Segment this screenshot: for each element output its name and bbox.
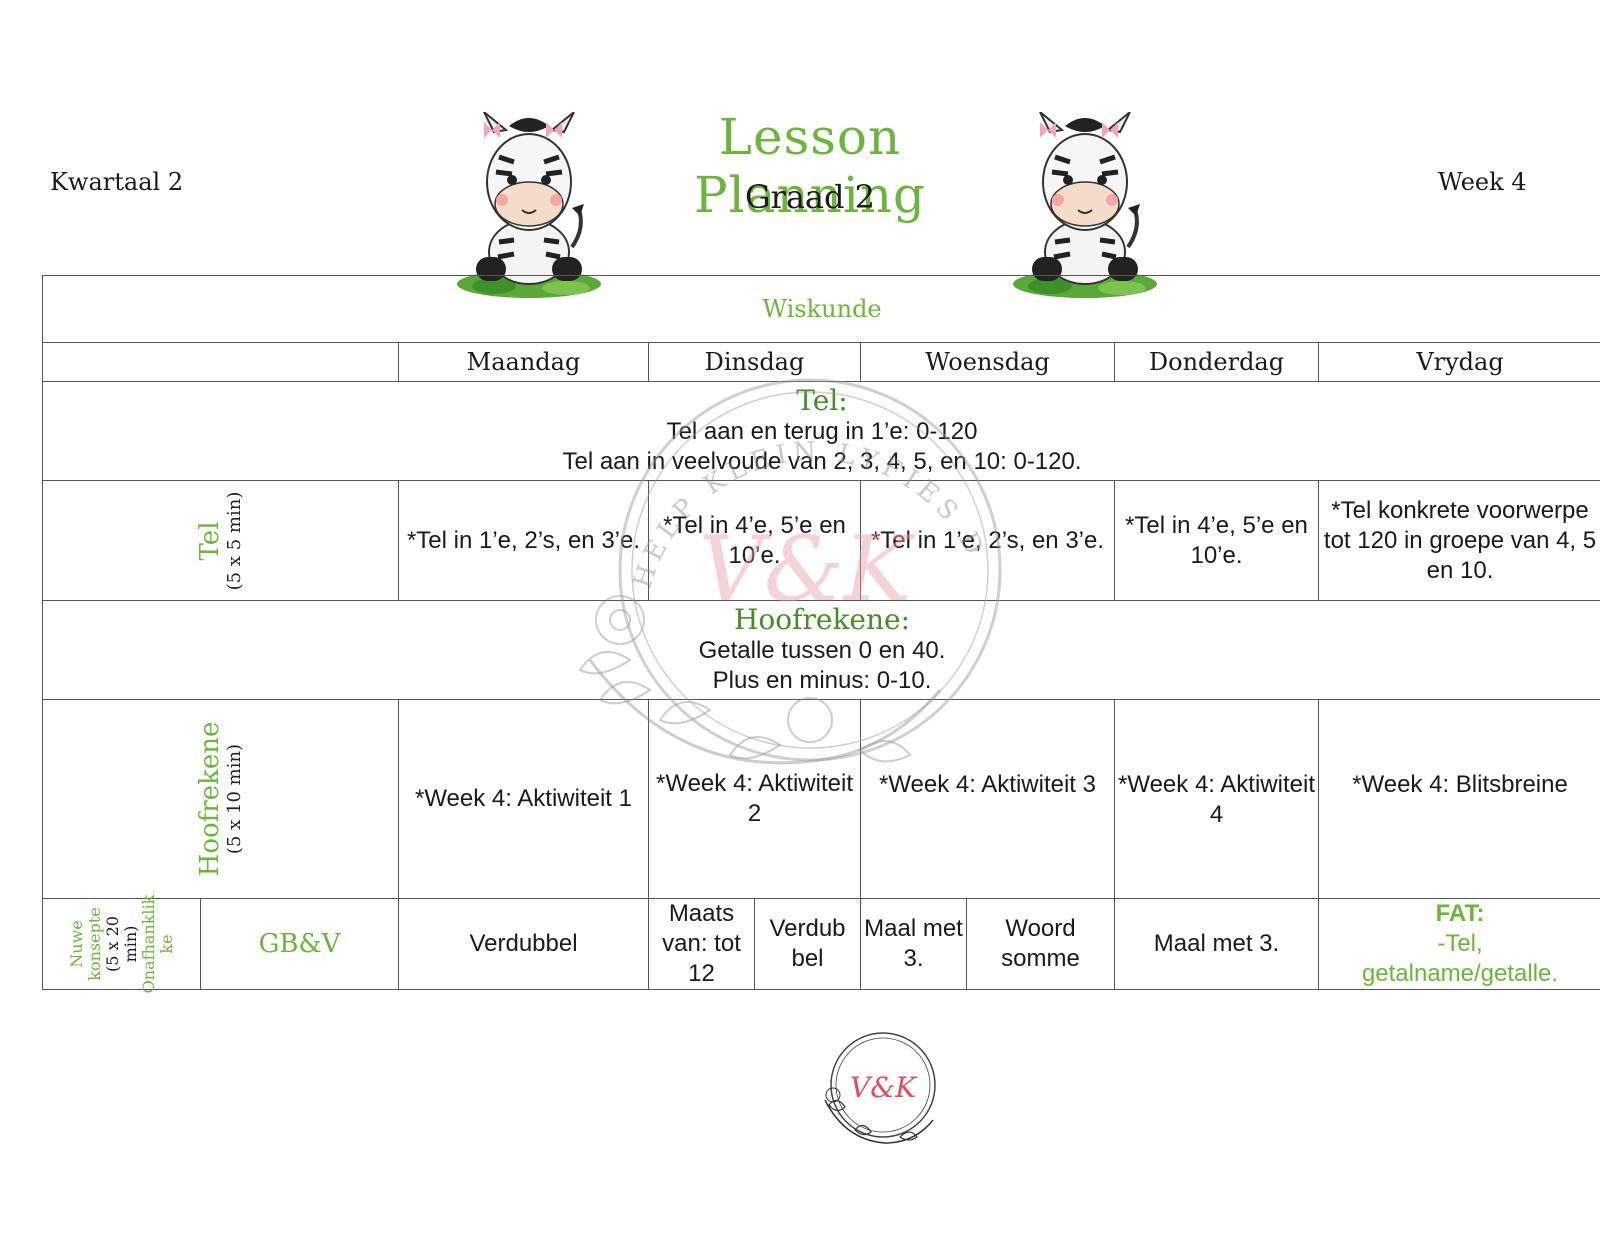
- zebra-illustration-left: [457, 112, 601, 298]
- mental-row-label: Hoofrekene (5 x 10 min): [42, 699, 399, 899]
- lesson-plan-table: Wiskunde Maandag Dinsdag Woensdag Donder…: [41, 275, 1600, 993]
- counting-cell-wednesday: *Tel in 1’e, 2’s, en 3’e.: [860, 480, 1115, 601]
- concepts-cell-friday: FAT: -Tel, getalname/getalle.: [1317, 898, 1600, 990]
- counting-summary-line: Tel aan in veelvoude van 2, 3, 4, 5, en …: [562, 448, 1082, 475]
- counting-cell-monday: *Tel in 1’e, 2’s, en 3’e.: [398, 480, 649, 601]
- day-wednesday: Woensdag: [860, 342, 1115, 382]
- counting-summary-row: Tel: Tel aan en terug in 1’e: 0-120 Tel …: [41, 381, 1600, 481]
- counting-cell-tuesday: *Tel in 4’e, 5’e en 10’e.: [648, 480, 861, 601]
- concepts-label: konsepte: [84, 907, 104, 981]
- subject-heading: Wiskunde: [41, 275, 1600, 343]
- fat-line: -Tel,: [1437, 930, 1483, 957]
- concepts-cell-monday: Verdubbel: [398, 898, 649, 990]
- mental-row: Hoofrekene (5 x 10 min) *Week 4: Aktiwit…: [42, 699, 1600, 899]
- counting-time: (5 x 5 min): [223, 491, 245, 590]
- concepts-cell-wednesday-b: Woord somme: [966, 898, 1115, 990]
- independent-label: ke: [156, 934, 176, 954]
- concepts-topic: GB&V: [200, 898, 399, 990]
- mental-label: Hoofrekene: [194, 721, 225, 877]
- mental-cell-thursday: *Week 4: Aktiwiteit 4: [1114, 699, 1319, 899]
- day-tuesday: Dinsdag: [648, 342, 861, 382]
- counting-row: Tel (5 x 5 min) *Tel in 1’e, 2’s, en 3’e…: [42, 480, 1600, 601]
- quarter-label: Kwartaal 2: [50, 168, 184, 196]
- fat-heading: FAT:: [1435, 900, 1485, 927]
- concepts-time: min): [120, 925, 140, 963]
- mental-summary-heading: Hoofrekene:: [734, 603, 911, 636]
- mental-cell-tuesday: *Week 4: Aktiwiteit 2: [648, 699, 861, 899]
- concepts-label: Nuwe: [66, 920, 86, 968]
- concepts-cell-tuesday-b: Verdub bel: [754, 898, 861, 990]
- mental-summary-line: Plus en minus: 0-10.: [712, 667, 932, 694]
- counting-cell-thursday: *Tel in 4’e, 5’e en 10’e.: [1114, 480, 1319, 601]
- concepts-cell-tuesday-a: Maats van: tot 12: [648, 898, 755, 990]
- counting-summary-line: Tel aan en terug in 1’e: 0-120: [666, 418, 978, 445]
- page-title: Lesson Planning: [693, 108, 927, 224]
- concepts-cell-wednesday-a: Maal met 3.: [860, 898, 967, 990]
- counting-summary-heading: Tel:: [796, 384, 848, 417]
- grade-label: Graad 2: [744, 178, 876, 216]
- week-label: Week 4: [1438, 168, 1527, 196]
- day-thursday: Donderdag: [1114, 342, 1319, 382]
- concepts-row: Nuwe konsepte (5 x 20 min) Onafhanklik k…: [42, 895, 1600, 993]
- concepts-time: (5 x 20: [102, 916, 122, 972]
- zebra-illustration-right: [1013, 112, 1157, 298]
- footer-logo: V&K: [824, 1032, 936, 1144]
- fat-line: getalname/getalle.: [1361, 960, 1559, 987]
- mental-cell-monday: *Week 4: Aktiwiteit 1: [398, 699, 649, 899]
- mental-cell-friday: *Week 4: Blitsbreine: [1317, 699, 1600, 899]
- counting-row-label: Tel (5 x 5 min): [42, 480, 399, 601]
- day-monday: Maandag: [398, 342, 649, 382]
- mental-time: (5 x 10 min): [223, 743, 245, 855]
- mental-summary-row: Hoofrekene: Getalle tussen 0 en 40. Plus…: [41, 600, 1600, 700]
- mental-summary-line: Getalle tussen 0 en 40.: [698, 637, 946, 664]
- corner-cell: [42, 342, 399, 382]
- concepts-row-label: Nuwe konsepte (5 x 20 min) Onafhanklik k…: [42, 895, 201, 993]
- concepts-cell-thursday: Maal met 3.: [1114, 898, 1319, 990]
- day-friday: Vrydag: [1317, 342, 1600, 382]
- mental-cell-wednesday: *Week 4: Aktiwiteit 3: [860, 699, 1115, 899]
- independent-label: Onafhanklik: [138, 894, 158, 994]
- counting-cell-friday: *Tel konkrete voorwerpe tot 120 in groep…: [1317, 480, 1600, 601]
- footer-monogram: V&K: [850, 1071, 918, 1104]
- counting-label: Tel: [194, 520, 225, 561]
- day-header-row: Maandag Dinsdag Woensdag Donderdag Vryda…: [42, 342, 1600, 382]
